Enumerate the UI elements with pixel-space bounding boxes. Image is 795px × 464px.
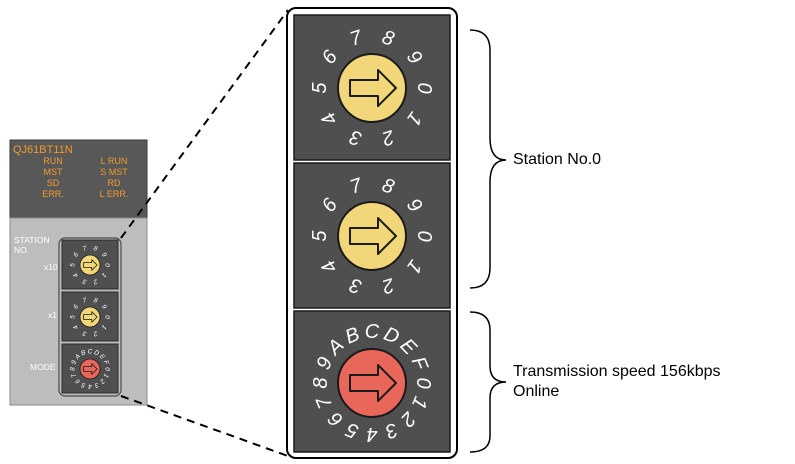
mode-dial-digit-4: 4 xyxy=(366,423,377,445)
small-switch-enclosure xyxy=(58,237,122,397)
x10-dial-arrow-icon xyxy=(349,69,397,107)
led-run: RUN xyxy=(43,156,63,166)
small-mode-dial-arrow-icon xyxy=(83,363,98,375)
small-x10-dial-digit-9: 9 xyxy=(100,251,108,258)
module-body: QJ61BT11N RUN MST SD ERR. L RUN S MST RD… xyxy=(9,139,148,406)
x1-dial-digit-0: 0 xyxy=(413,230,435,241)
module-model-label: QJ61BT11N xyxy=(13,144,73,156)
small-x10-dial-digit-0: 0 xyxy=(104,263,111,267)
online-mode-callout: Online xyxy=(513,383,560,400)
small-mode-dial-digit-0: 0 xyxy=(104,367,111,371)
small-mode-dial-digit-A: A xyxy=(73,353,82,362)
small-x10-dial-digit-5: 5 xyxy=(70,263,77,267)
small-mode-dial-digit-E: E xyxy=(98,353,106,361)
transmission-speed-callout: Transmission speed 156kbps xyxy=(513,363,721,380)
station-no-label-2: NO. xyxy=(14,245,29,255)
small-x10-dial-digit-7: 7 xyxy=(82,245,88,253)
small-mode-dial-digit-1: 1 xyxy=(102,372,110,378)
mode-dial-digit-8: 8 xyxy=(310,377,332,388)
led-l-err: L ERR. xyxy=(100,189,129,199)
x1-label: x1 xyxy=(48,310,57,320)
small-mode-dial-digit-4: 4 xyxy=(88,383,92,390)
led-s-mst: S MST xyxy=(100,167,128,177)
small-mode-dial-digit-3: 3 xyxy=(93,381,99,389)
small-mode-dial-digit-6: 6 xyxy=(74,377,82,385)
small-x1-dial-digit-4: 4 xyxy=(72,323,80,330)
mode-dial-arrow-icon xyxy=(349,364,397,402)
small-mode-dial-digit-8: 8 xyxy=(70,367,77,371)
small-x1-dial-digit-0: 0 xyxy=(104,315,111,319)
small-mode-dial-digit-F: F xyxy=(102,359,110,366)
station-no-label-1: STATION xyxy=(14,235,50,245)
small-x10-dial-arrow-icon xyxy=(83,259,98,271)
station-number-callout: Station No.0 xyxy=(513,151,602,168)
x10-dial-digit-5: 5 xyxy=(309,82,331,94)
mode-label: MODE xyxy=(30,362,56,372)
small-mode-dial-digit-B: B xyxy=(80,349,87,357)
mode-dial-digit-C: C xyxy=(365,321,380,343)
small-x10-dial-digit-2: 2 xyxy=(92,277,99,285)
small-x1-dial-digit-8: 8 xyxy=(92,297,98,305)
small-x1-dial-digit-1: 1 xyxy=(100,323,108,330)
led-err: ERR. xyxy=(42,189,64,199)
small-mode-dial-digit-5: 5 xyxy=(80,381,86,389)
zoom-line-top xyxy=(120,9,289,239)
small-x10-dial-digit-8: 8 xyxy=(92,245,98,253)
small-mode-dial-digit-2: 2 xyxy=(98,377,106,385)
small-x10-dial-digit-6: 6 xyxy=(72,251,80,258)
led-mst: MST xyxy=(44,167,64,177)
small-x1-dial-digit-3: 3 xyxy=(82,329,88,337)
small-mode-dial-digit-C: C xyxy=(88,349,93,356)
x1-dial-arrow-icon xyxy=(349,217,397,255)
x10-dial-digit-0: 0 xyxy=(413,82,435,93)
small-mode-dial-digit-7: 7 xyxy=(70,372,78,378)
small-x1-dial-digit-6: 6 xyxy=(72,303,80,310)
x10-label: x10 xyxy=(44,262,58,272)
led-sd: SD xyxy=(47,178,60,188)
module-status-panel xyxy=(9,139,148,219)
led-l-run: L RUN xyxy=(101,156,128,166)
small-x1-dial-digit-2: 2 xyxy=(92,329,99,337)
small-mode-dial-digit-9: 9 xyxy=(70,359,78,365)
station-brace xyxy=(469,29,507,289)
small-x10-dial-digit-3: 3 xyxy=(82,277,88,285)
small-x1-dial-digit-7: 7 xyxy=(82,297,88,305)
small-x10-dial-digit-1: 1 xyxy=(100,271,108,278)
small-x10-dial-digit-4: 4 xyxy=(72,271,80,278)
speed-brace xyxy=(469,311,507,453)
small-x1-dial-digit-5: 5 xyxy=(70,315,77,319)
mode-dial-digit-0: 0 xyxy=(412,377,434,388)
zoom-line-bottom xyxy=(120,395,289,457)
small-mode-dial-digit-D: D xyxy=(93,349,100,357)
small-x1-dial-digit-9: 9 xyxy=(100,303,108,310)
x1-dial-digit-5: 5 xyxy=(309,230,331,242)
led-rd: RD xyxy=(108,178,121,188)
small-x1-dial-arrow-icon xyxy=(83,311,98,323)
